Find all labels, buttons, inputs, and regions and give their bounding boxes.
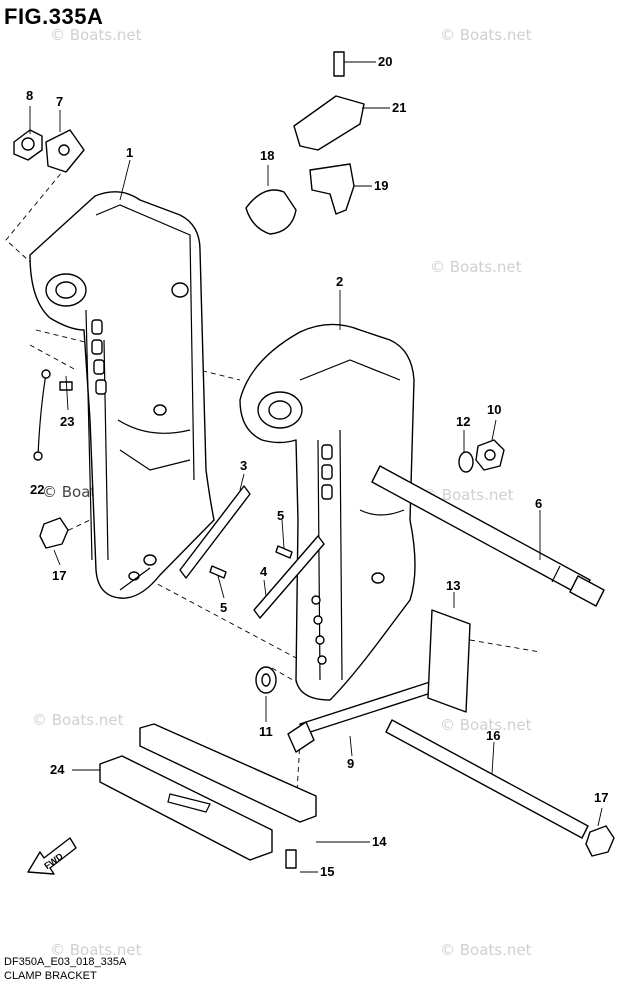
- callout-1: 1: [126, 145, 133, 160]
- fwd-arrow: FWD: [27, 837, 77, 875]
- watermark: © Boats.net: [50, 941, 142, 959]
- bolt-20: [333, 51, 345, 77]
- watermark: © Boats.net: [50, 26, 142, 44]
- callout-16: 16: [486, 728, 500, 743]
- callout-21: 21: [392, 100, 406, 115]
- callout-5: 5: [277, 508, 284, 523]
- callout-17: 17: [594, 790, 608, 805]
- watermark: © Boats.net: [430, 258, 522, 276]
- cable-22: [37, 373, 47, 457]
- callout-15: 15: [320, 864, 334, 879]
- bolt-5: [209, 565, 227, 579]
- shaft-16: [385, 719, 589, 839]
- callout-3: 3: [240, 458, 247, 473]
- nut-17: [585, 825, 615, 857]
- callout-11: 11: [259, 724, 273, 739]
- callout-18: 18: [260, 148, 274, 163]
- callout-10: 10: [487, 402, 501, 417]
- alignment-line: [51, 519, 91, 539]
- clamp-bracket-left: [29, 191, 215, 599]
- shaft-6: [371, 465, 605, 607]
- watermark: © Boats.net: [440, 26, 532, 44]
- clamp-bracket-right: [239, 323, 416, 701]
- callout-6: 6: [535, 496, 542, 511]
- watermark: © Boats.net: [32, 711, 124, 729]
- part-18: [245, 189, 297, 235]
- plate-3: [179, 485, 251, 579]
- watermark: © Boats.net: [440, 716, 532, 734]
- figure-code: DF350A_E03_018_335A: [4, 956, 127, 968]
- screw-23: [59, 381, 73, 391]
- bar-14: [139, 723, 317, 823]
- bar-24: [99, 755, 273, 861]
- plate-13: [427, 609, 471, 713]
- alignment-line: [35, 329, 241, 381]
- washer-12: [458, 451, 474, 473]
- nut-10: [475, 439, 505, 471]
- cover-21: [293, 95, 365, 151]
- callout-8: 8: [26, 88, 33, 103]
- figure-title: FIG.335A: [4, 4, 104, 29]
- callout-14: 14: [372, 834, 387, 849]
- callout-9: 9: [347, 756, 354, 771]
- callout-17: 17: [52, 568, 66, 583]
- callout-7: 7: [56, 94, 63, 109]
- bracket-19: [309, 163, 355, 215]
- plate-4: [253, 535, 325, 619]
- watermark: © Boats.net: [440, 941, 532, 959]
- callout-24: 24: [50, 762, 65, 777]
- bolt-15: [285, 849, 297, 869]
- callout-13: 13: [446, 578, 460, 593]
- figure-name: CLAMP BRACKET: [4, 970, 97, 982]
- callout-23: 23: [60, 414, 74, 429]
- callout-12: 12: [456, 414, 470, 429]
- alignment-line: [469, 639, 541, 653]
- callout-2: 2: [336, 274, 343, 289]
- nut-8: [13, 129, 43, 161]
- watermark: © Boats.net: [422, 486, 514, 504]
- bolt-5: [275, 545, 293, 559]
- alignment-line: [29, 344, 77, 371]
- nut-17: [39, 517, 69, 549]
- callout-4: 4: [260, 564, 268, 579]
- alignment-line: [149, 579, 301, 661]
- callout-22: 22: [30, 482, 44, 497]
- callout-5: 5: [220, 600, 227, 615]
- callout-20: 20: [378, 54, 392, 69]
- callout-19: 19: [374, 178, 388, 193]
